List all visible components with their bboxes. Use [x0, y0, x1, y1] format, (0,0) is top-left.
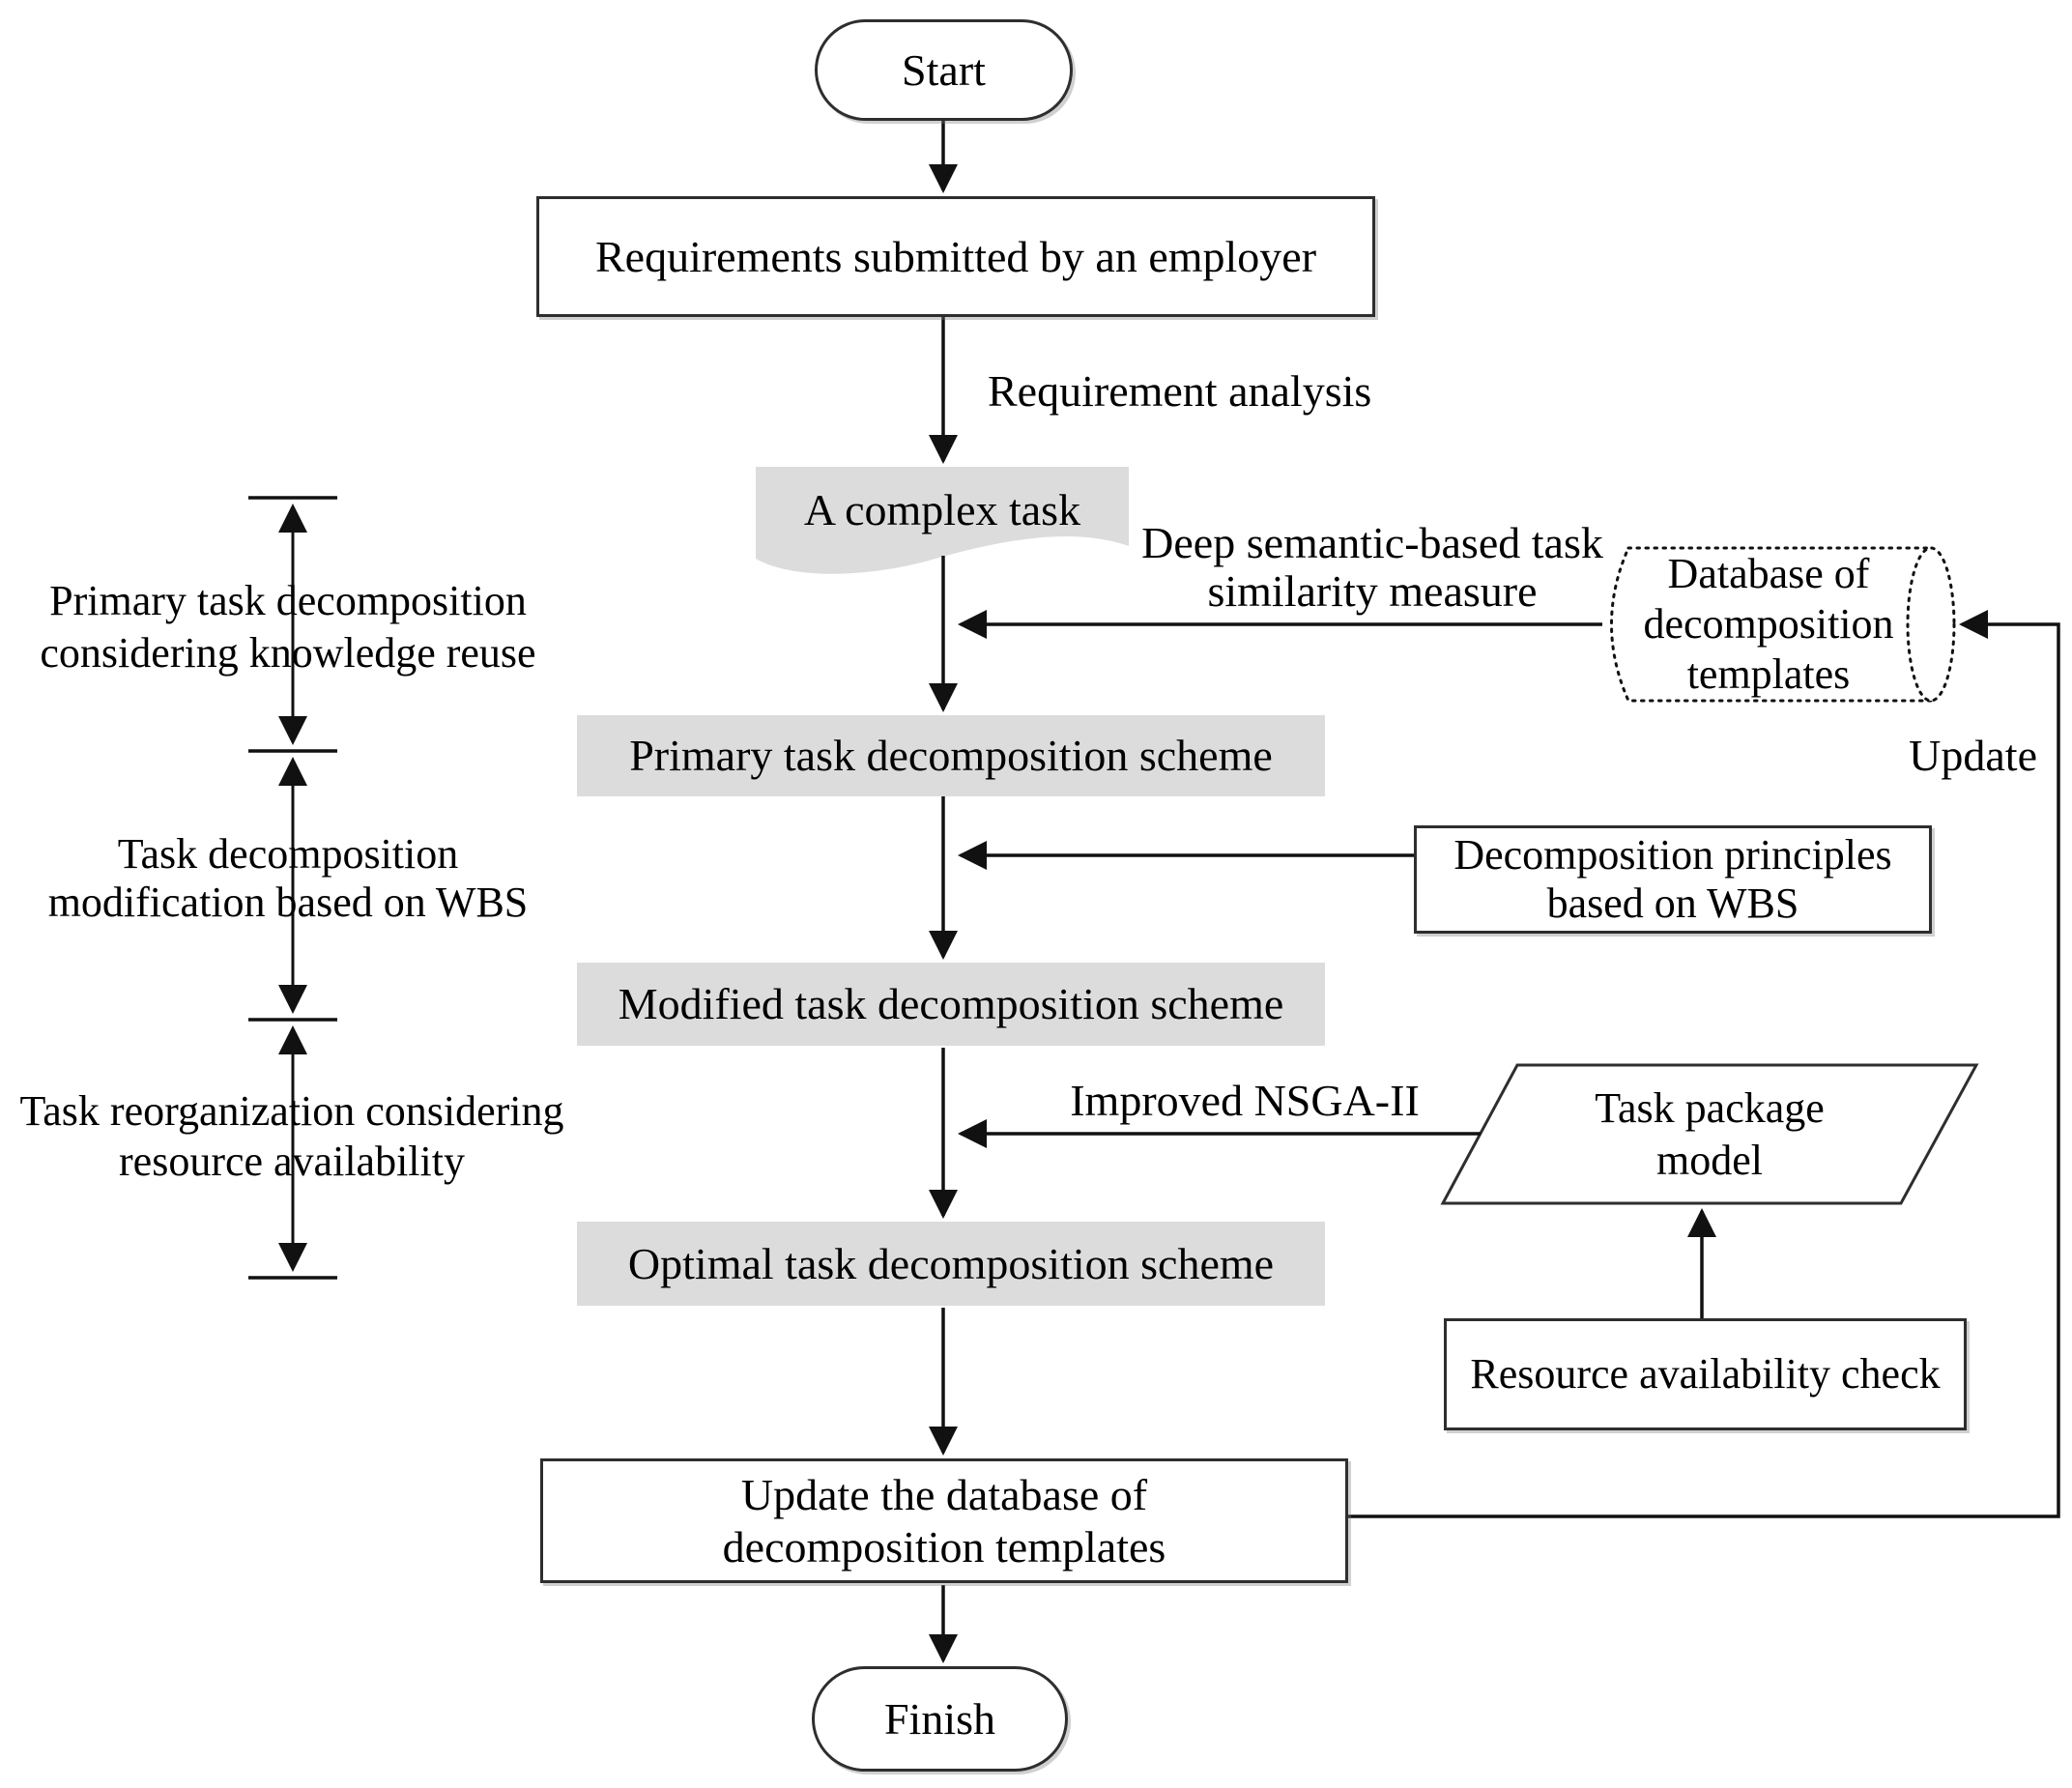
modified-scheme-label: Modified task decomposition scheme	[618, 979, 1284, 1028]
requirements-label: Requirements submitted by an employer	[594, 231, 1317, 281]
optimal-scheme-label: Optimal task decomposition scheme	[627, 1238, 1275, 1288]
flowchart-node-requirements: Requirements submitted by an employer	[536, 196, 1375, 317]
phase-annotation-wbs-modification: Task decomposition modification based on…	[47, 830, 529, 926]
flowchart-node-principles: Decomposition principles based on WBS	[1414, 825, 1932, 934]
flowchart-node-task-package: Task package model	[1595, 1083, 1825, 1184]
flowchart-node-primary-scheme: Primary task decomposition scheme	[577, 715, 1325, 796]
database-cylinder-outline	[1610, 546, 1933, 703]
phase-annotation-primary-decomposition: Primary task decomposition considering k…	[40, 577, 536, 677]
edge-label-requirement-analysis: Requirement analysis	[988, 366, 1372, 416]
flowchart-node-finish: Finish	[812, 1666, 1068, 1772]
edge-label-similarity-measure: Deep semantic-based task similarity meas…	[1141, 518, 1603, 616]
flowchart-node-resource-check: Resource availability check	[1444, 1318, 1967, 1430]
flowchart-node-modified-scheme: Modified task decomposition scheme	[577, 963, 1325, 1046]
resource-check-label: Resource availability check	[1470, 1350, 1941, 1398]
database-cylinder-face	[1906, 546, 1956, 703]
edge-label-update: Update	[1909, 731, 2037, 780]
flowchart-node-update-db: Update the database of decomposition tem…	[540, 1458, 1348, 1583]
flowchart-node-complex-task: A complex task	[756, 467, 1129, 554]
finish-label: Finish	[883, 1693, 996, 1744]
start-label: Start	[902, 44, 986, 95]
task-package-shape	[1440, 1063, 1979, 1205]
phase-annotation-task-reorganization: Task reorganization considering resource…	[19, 1087, 564, 1185]
complex-task-shape	[756, 467, 1129, 574]
primary-scheme-label: Primary task decomposition scheme	[629, 731, 1273, 780]
flowchart-node-optimal-scheme: Optimal task decomposition scheme	[577, 1222, 1325, 1306]
connector-update-loop	[1348, 610, 2060, 1518]
database-cylinder-body	[1611, 548, 1954, 701]
flowchart-node-start: Start	[815, 19, 1073, 121]
edge-label-improved-nsga: Improved NSGA-II	[1070, 1076, 1420, 1125]
complex-task-label: A complex task	[803, 485, 1081, 534]
flowchart-node-database: Database of decomposition templates	[1643, 550, 1894, 698]
